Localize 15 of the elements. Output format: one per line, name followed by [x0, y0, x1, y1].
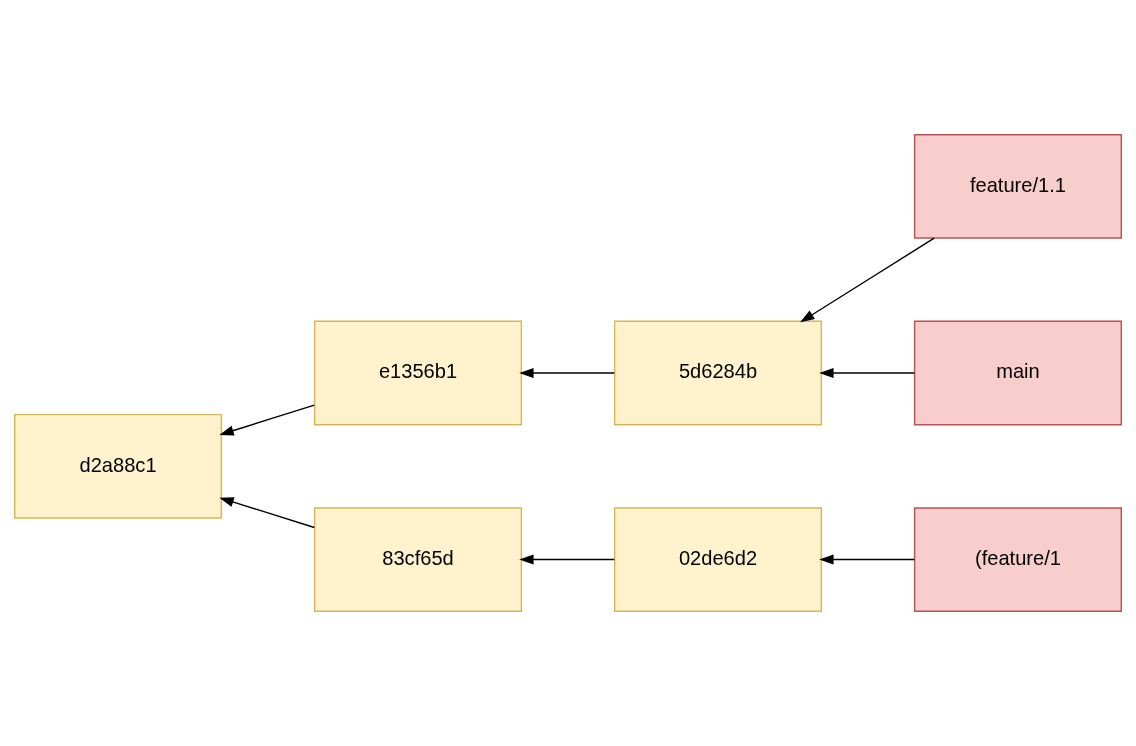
node-box: main — [913, 320, 1123, 426]
node-box: (feature/1 — [913, 507, 1123, 612]
arrow — [800, 237, 935, 323]
arrow — [819, 554, 915, 565]
arrow — [219, 404, 316, 436]
arrow — [819, 367, 915, 379]
arrow — [519, 554, 615, 565]
node-box: 02de6d2 — [613, 507, 823, 612]
node-box: d2a88c1 — [13, 413, 223, 519]
arrow — [519, 367, 615, 379]
node-box: 5d6284b — [613, 320, 823, 426]
node-box: feature/1.1 — [913, 134, 1123, 239]
arrow — [219, 497, 316, 529]
node-box: 83cf65d — [313, 507, 523, 612]
node-box: e1356b1 — [313, 320, 523, 426]
